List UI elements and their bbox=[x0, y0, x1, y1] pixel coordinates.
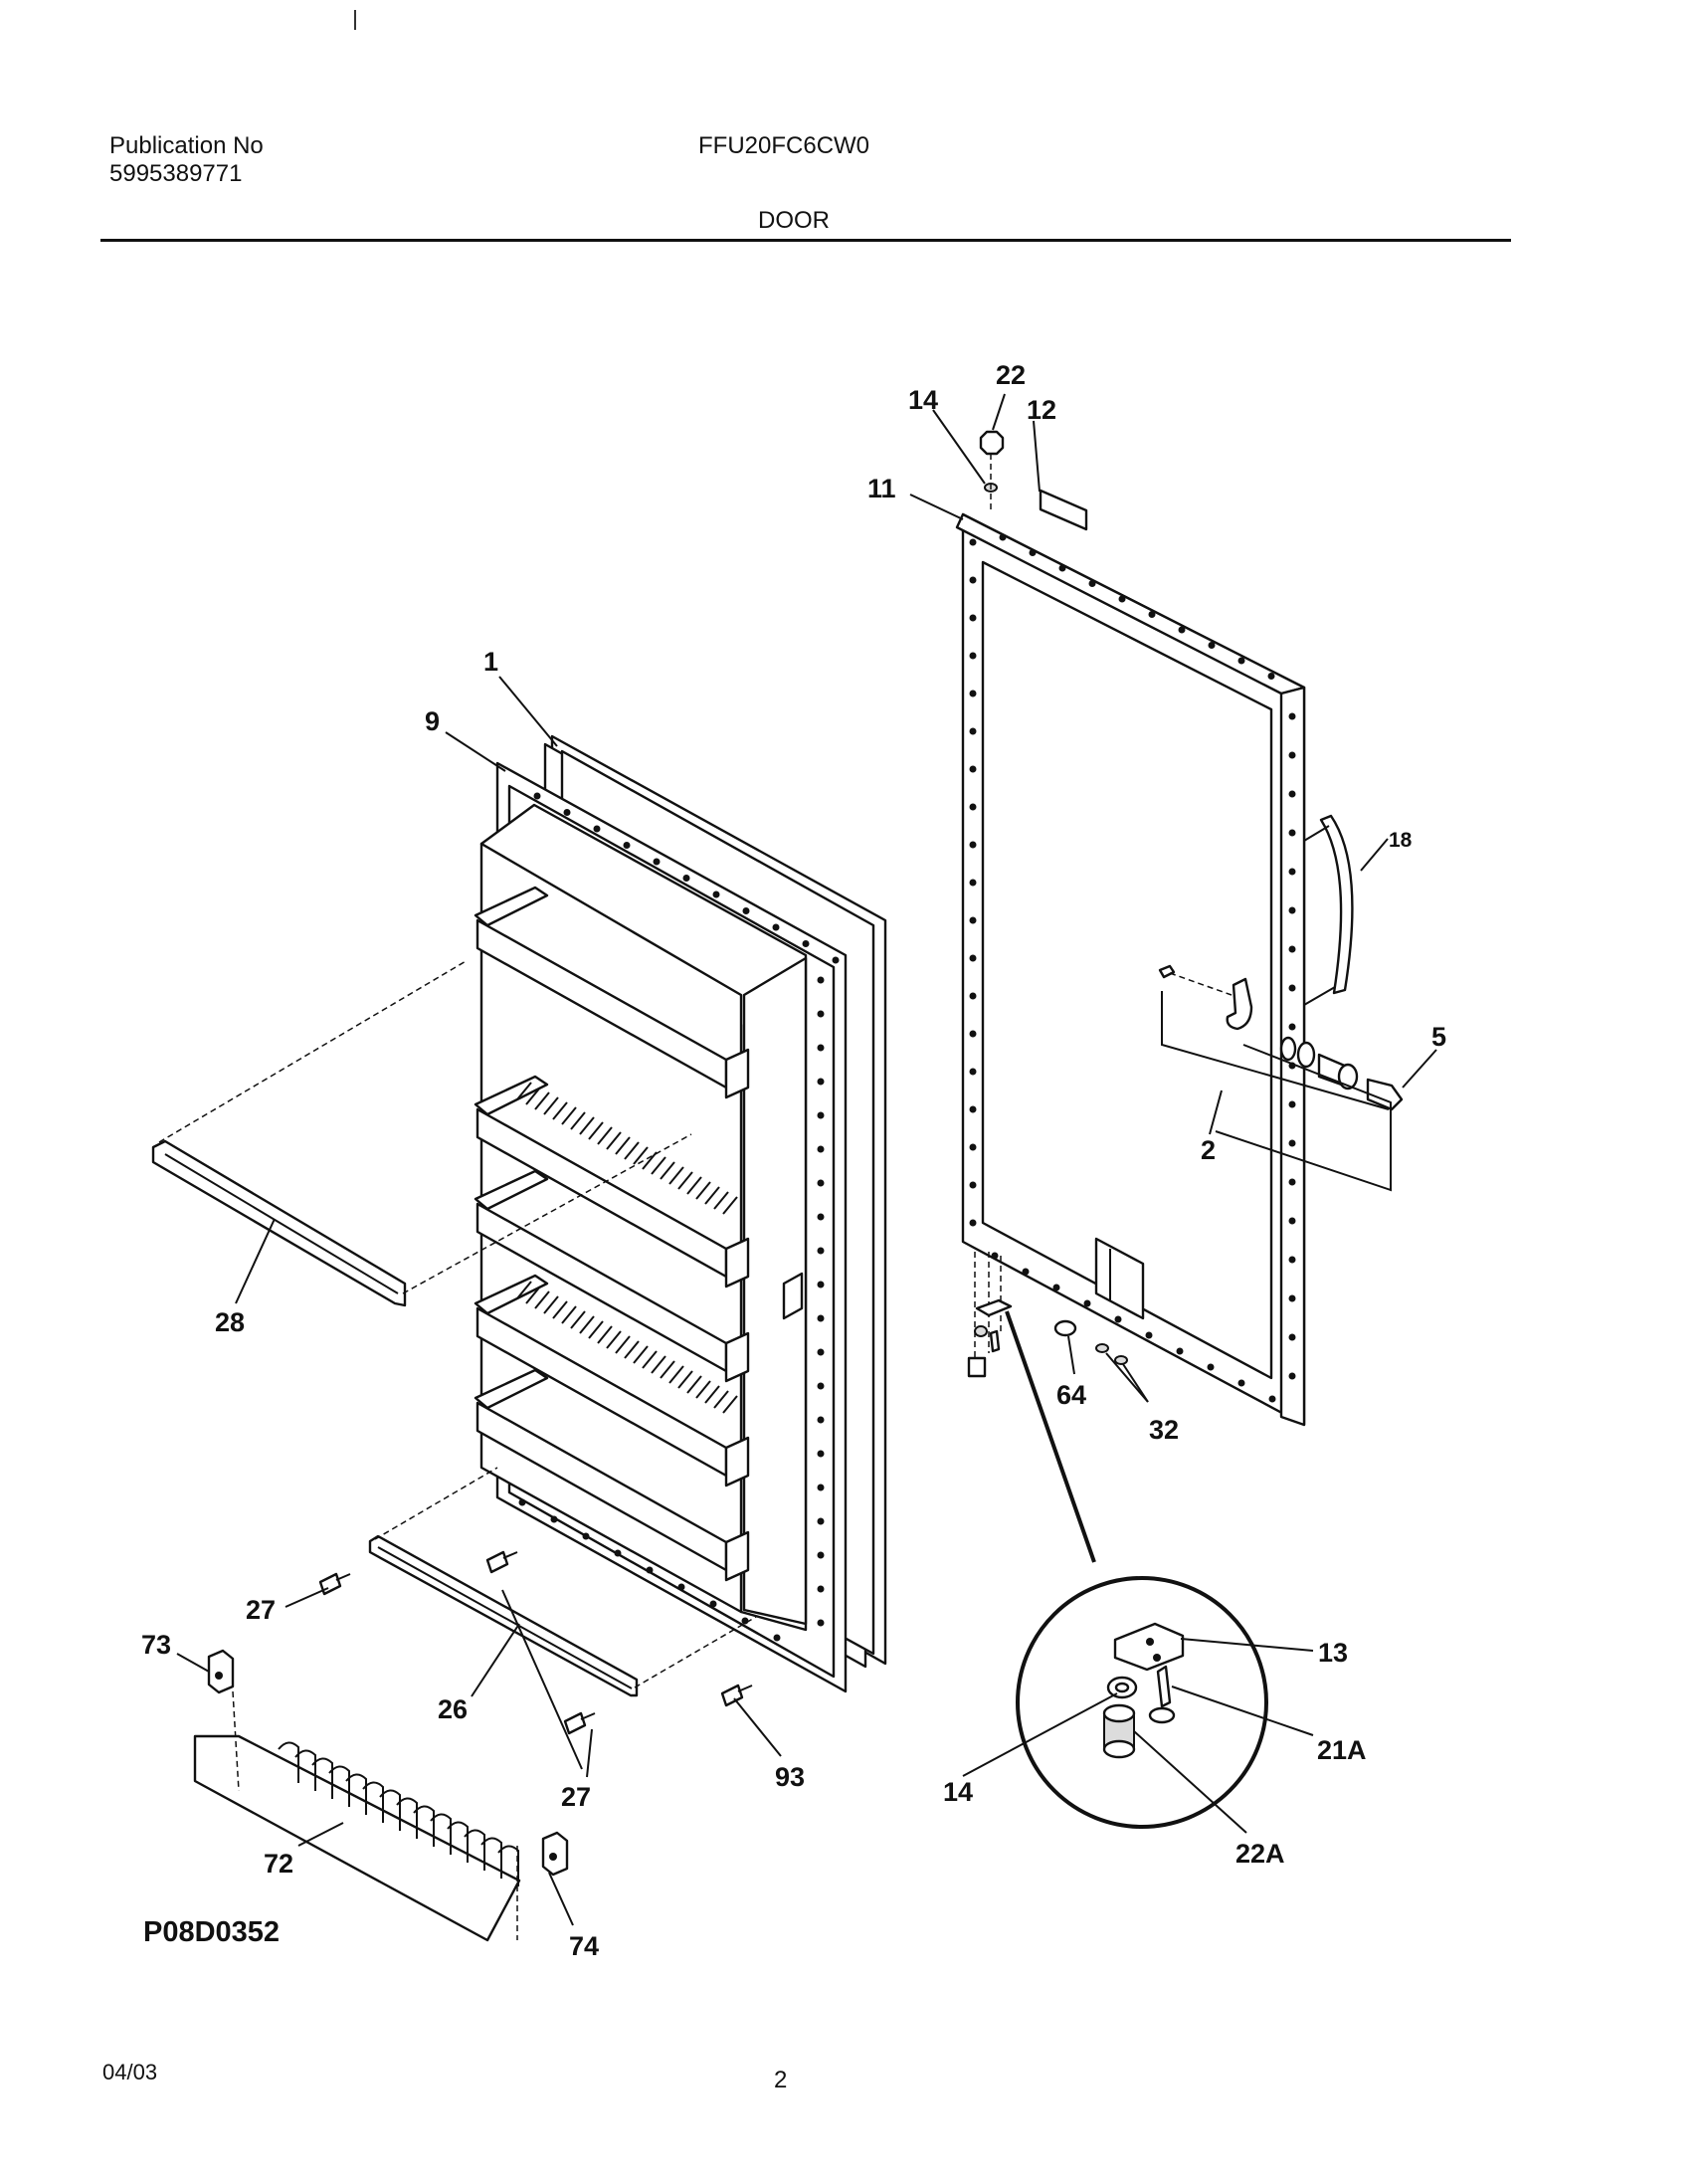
footer-date: 04/03 bbox=[102, 2060, 158, 2084]
shelf-rack bbox=[193, 1649, 569, 1942]
callout-74: 74 bbox=[569, 1931, 599, 1961]
callout-5: 5 bbox=[1431, 1022, 1446, 1052]
callout-32: 32 bbox=[1149, 1415, 1179, 1445]
publication-number: 5995389771 bbox=[109, 160, 243, 187]
callout-27-b: 27 bbox=[561, 1782, 591, 1812]
outer-door-panel bbox=[955, 512, 1306, 1427]
callout-22: 22 bbox=[996, 360, 1026, 390]
callout-64: 64 bbox=[1056, 1380, 1086, 1410]
callout-93: 93 bbox=[775, 1762, 805, 1792]
door-liner bbox=[474, 734, 887, 1693]
section-title: DOOR bbox=[758, 207, 830, 234]
diagram-code: P08D0352 bbox=[143, 1916, 280, 1948]
door-handle bbox=[1303, 814, 1354, 1006]
model-number: FFU20FC6CW0 bbox=[698, 132, 870, 159]
callout-73: 73 bbox=[141, 1630, 171, 1660]
callout-1: 1 bbox=[483, 647, 498, 677]
callout-26: 26 bbox=[438, 1694, 468, 1724]
lock-assembly bbox=[1158, 964, 1404, 1192]
callout-14-top: 14 bbox=[908, 385, 938, 415]
footer-page-number: 2 bbox=[774, 2067, 788, 2093]
publication-label: Publication No bbox=[109, 132, 264, 159]
callout-27-a: 27 bbox=[246, 1595, 276, 1625]
callout-11: 11 bbox=[867, 474, 896, 503]
callout-21a: 21A bbox=[1317, 1735, 1367, 1765]
shelf-bar-28 bbox=[151, 959, 692, 1307]
header-rule bbox=[100, 239, 1511, 242]
callout-13: 13 bbox=[1318, 1638, 1348, 1668]
callout-12: 12 bbox=[1027, 395, 1056, 425]
callout-18: 18 bbox=[1389, 829, 1413, 852]
callout-2: 2 bbox=[1201, 1135, 1216, 1165]
callout-9: 9 bbox=[425, 706, 440, 736]
callout-72: 72 bbox=[264, 1849, 293, 1879]
callout-14-detail: 14 bbox=[943, 1777, 973, 1807]
top-hinge-parts bbox=[979, 430, 1088, 531]
callout-labels: 1 9 11 12 14 22 18 5 2 28 27 26 27 93 73… bbox=[141, 360, 1446, 1961]
leader-lines bbox=[176, 393, 1437, 1926]
callout-28: 28 bbox=[215, 1307, 245, 1337]
hinge-detail bbox=[1005, 1310, 1268, 1829]
callout-22a: 22A bbox=[1235, 1839, 1285, 1869]
shelf-plugs bbox=[318, 1550, 753, 1735]
scan-mark bbox=[354, 10, 356, 30]
bottom-hinge-parts bbox=[967, 1252, 1128, 1378]
shelf-bar-26 bbox=[368, 1467, 757, 1697]
